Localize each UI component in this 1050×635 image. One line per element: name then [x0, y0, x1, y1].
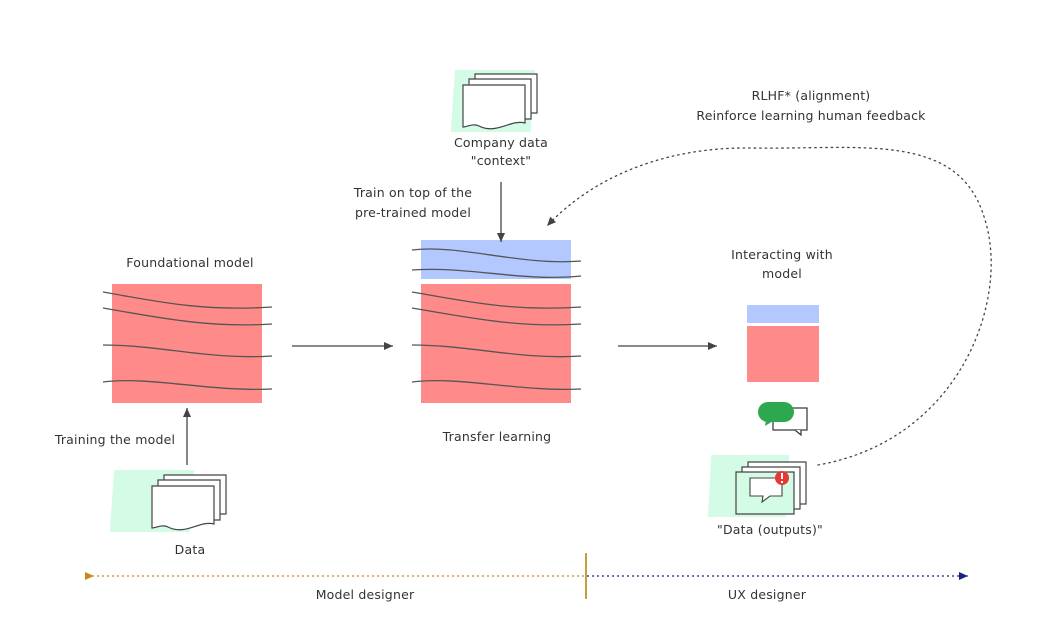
pretrained-model-label: pre-trained model — [354, 205, 472, 220]
rlhf-description-label: Reinforce learning human feedback — [696, 108, 926, 123]
train-on-top-label: Train on top of the — [353, 185, 473, 200]
transfer-blue-layer — [421, 240, 571, 279]
data-outputs-label: "Data (outputs)" — [716, 522, 824, 537]
transfer-wave-line — [411, 291, 582, 309]
transfer-wave-line — [411, 248, 582, 263]
training-the-model-label: Training the model — [54, 432, 176, 447]
interacting-model-label: model — [762, 266, 802, 281]
transfer-learning-block — [411, 240, 582, 403]
foundational-model-label: Foundational model — [126, 255, 254, 270]
interacting-model-block — [747, 305, 819, 382]
interacting-red-layer — [747, 326, 819, 382]
transfer-wave-line — [411, 307, 582, 326]
model-wave-line — [102, 380, 273, 391]
company-data-context-label: "context" — [470, 153, 532, 168]
rlhf-label: RLHF* (alignment) — [751, 88, 871, 103]
company-data-label: Company data — [454, 135, 548, 150]
chat-bubbles-icon — [758, 402, 808, 437]
transfer-wave-line — [411, 380, 582, 391]
data-label: Data — [174, 542, 206, 557]
interacting-with-label: Interacting with — [731, 247, 833, 262]
rlhf-feedback-arrow — [546, 146, 992, 466]
model-designer-label: Model designer — [315, 587, 415, 602]
company-data-documents-icon — [450, 70, 538, 132]
data-outputs-icon — [707, 455, 807, 517]
transfer-learning-label: Transfer learning — [442, 429, 552, 444]
model-wave-line — [102, 291, 273, 309]
model-wave-line — [102, 307, 273, 326]
foundational-model-block — [102, 284, 273, 403]
transfer-wave-line — [411, 344, 582, 358]
transfer-wave-line — [411, 268, 582, 278]
foundational-model-rect — [112, 284, 262, 403]
transfer-red-layer — [421, 284, 571, 403]
model-wave-line — [102, 344, 273, 358]
data-documents-icon — [109, 470, 227, 532]
ux-designer-label: UX designer — [727, 587, 807, 602]
interacting-blue-layer — [747, 305, 819, 323]
